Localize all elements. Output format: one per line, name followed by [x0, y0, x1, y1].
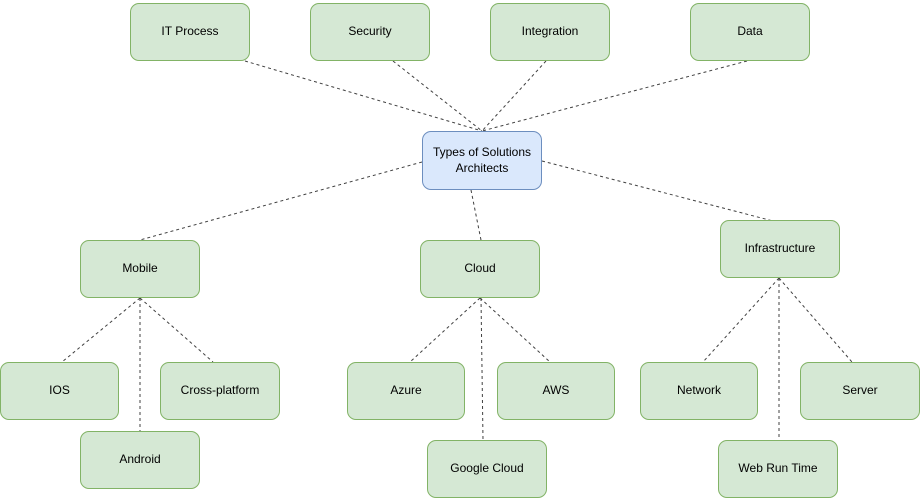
- node-google-cloud[interactable]: Google Cloud: [427, 440, 547, 498]
- node-android[interactable]: Android: [80, 431, 200, 489]
- node-network[interactable]: Network: [640, 362, 758, 420]
- edge-cloud-to-azure: [409, 297, 481, 363]
- node-label: Data: [737, 24, 763, 39]
- node-it-process[interactable]: IT Process: [130, 3, 250, 61]
- edge-types-to-cloud: [470, 189, 482, 241]
- node-aws[interactable]: AWS: [497, 362, 615, 420]
- node-label: Security: [348, 24, 392, 39]
- edge-cloud-to-google-cloud: [480, 297, 484, 441]
- edge-mobile-to-cross-platform: [139, 297, 214, 363]
- edge-integration-to-types: [481, 60, 547, 132]
- node-label: Mobile: [122, 261, 158, 276]
- node-label: AWS: [542, 383, 570, 398]
- edge-mobile-to-ios: [61, 297, 141, 363]
- node-security[interactable]: Security: [310, 3, 430, 61]
- node-label: Azure: [390, 383, 422, 398]
- edge-cloud-to-aws: [479, 297, 551, 363]
- edge-security-to-types: [392, 60, 483, 132]
- node-label: Server: [842, 383, 878, 398]
- edge-types-to-mobile: [139, 161, 423, 241]
- node-label: Infrastructure: [744, 241, 816, 256]
- node-cross-platform[interactable]: Cross-platform: [160, 362, 280, 420]
- node-label: IT Process: [161, 24, 219, 39]
- edge-data-to-types: [481, 60, 748, 132]
- node-cloud[interactable]: Cloud: [420, 240, 540, 298]
- node-label: Cross-platform: [180, 383, 260, 398]
- node-label: Network: [676, 383, 721, 398]
- node-types[interactable]: Types of Solutions Architects: [422, 131, 542, 190]
- node-label: Google Cloud: [450, 461, 524, 476]
- node-data[interactable]: Data: [690, 3, 810, 61]
- node-integration[interactable]: Integration: [490, 3, 610, 61]
- node-label: Android: [119, 452, 161, 467]
- edge-infrastructure-to-server: [778, 277, 853, 363]
- node-web-run-time[interactable]: Web Run Time: [718, 440, 838, 498]
- node-infrastructure[interactable]: Infrastructure: [720, 220, 840, 278]
- node-label: Web Run Time: [738, 461, 818, 476]
- node-label: Integration: [521, 24, 579, 39]
- edge-infrastructure-to-network: [702, 277, 780, 363]
- node-azure[interactable]: Azure: [347, 362, 465, 420]
- node-mobile[interactable]: Mobile: [80, 240, 200, 298]
- node-ios[interactable]: IOS: [0, 362, 119, 420]
- node-label: Cloud: [464, 261, 496, 276]
- node-server[interactable]: Server: [800, 362, 920, 420]
- node-label: IOS: [49, 383, 70, 398]
- node-label: Types of Solutions Architects: [432, 144, 532, 175]
- edge-it-process-to-types: [244, 60, 483, 132]
- edge-types-to-infrastructure: [541, 160, 774, 222]
